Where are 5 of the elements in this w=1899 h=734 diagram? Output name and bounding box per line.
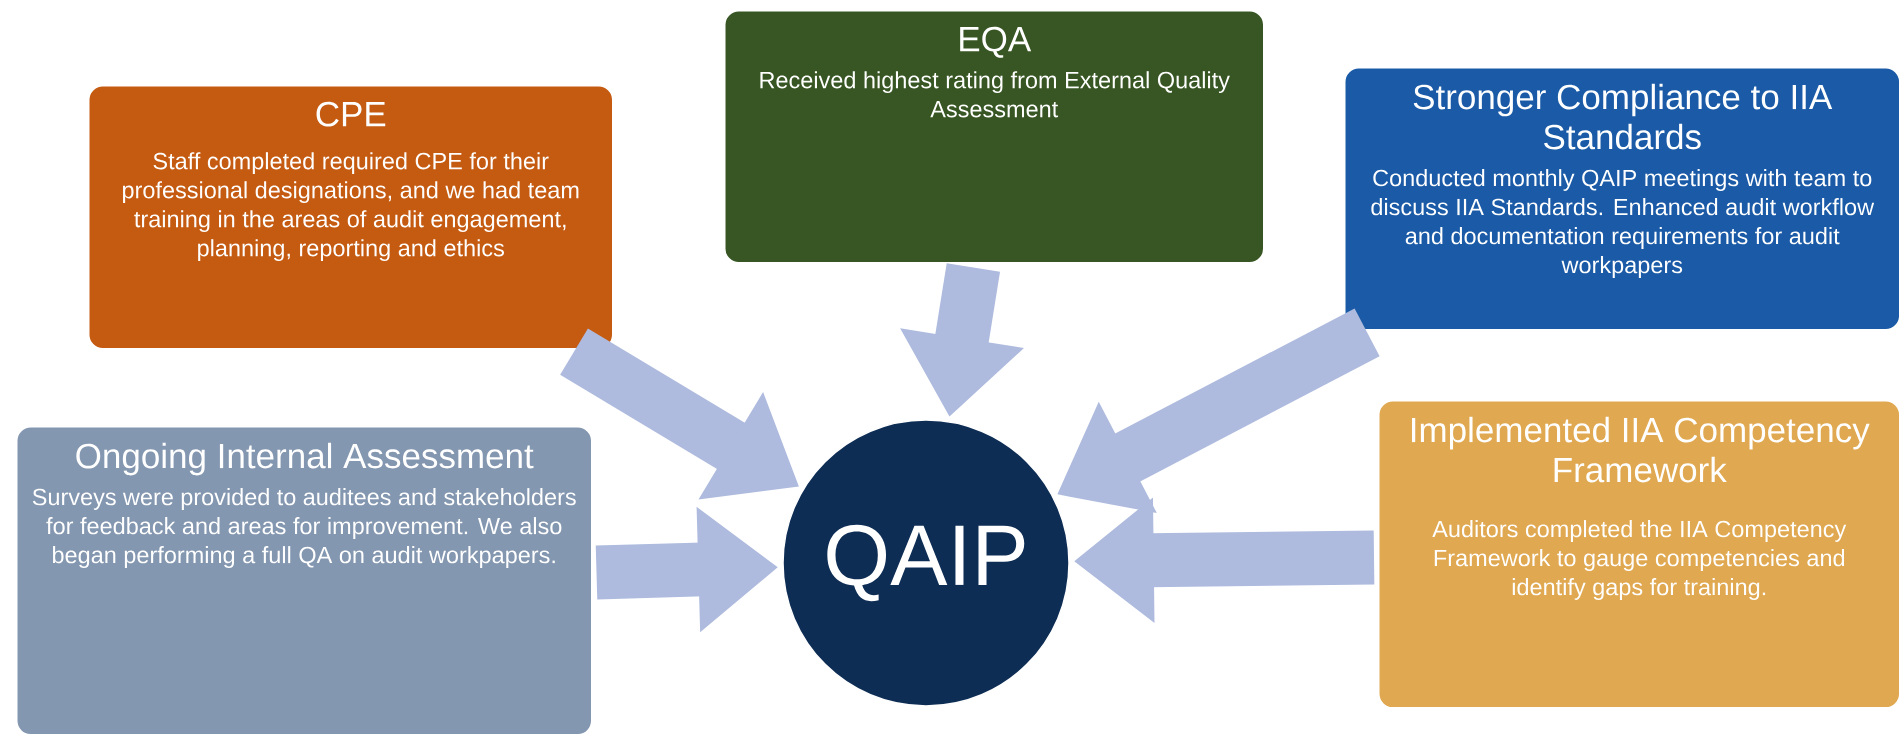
text-box: Stronger Compliance to IIA Standards Conducted monthly QAIP meetings with team to discuss IIA Standards. Enhanced audit workflow and documentation requirements for audit workpapers (1344, 67, 1899, 331)
text-box: Implemented IIA Competency Framework Auditors completed the IIA Competency Framework to gauge competencies and identify gaps for training. (1378, 400, 1899, 709)
text-box: CPE Staff completed required CPE for their professional designations, and we had team training in the areas of audit engagement, planning, reporting and ethics (88, 85, 614, 350)
text-box: Ongoing Internal Assessment Surveys were provided to auditees and stakeholders for feedback and areas for improvement. We also began performing a full QA on audit workpapers. (16, 426, 593, 734)
text-box: EQA Received highest rating from External Quality Assessment (724, 10, 1265, 264)
